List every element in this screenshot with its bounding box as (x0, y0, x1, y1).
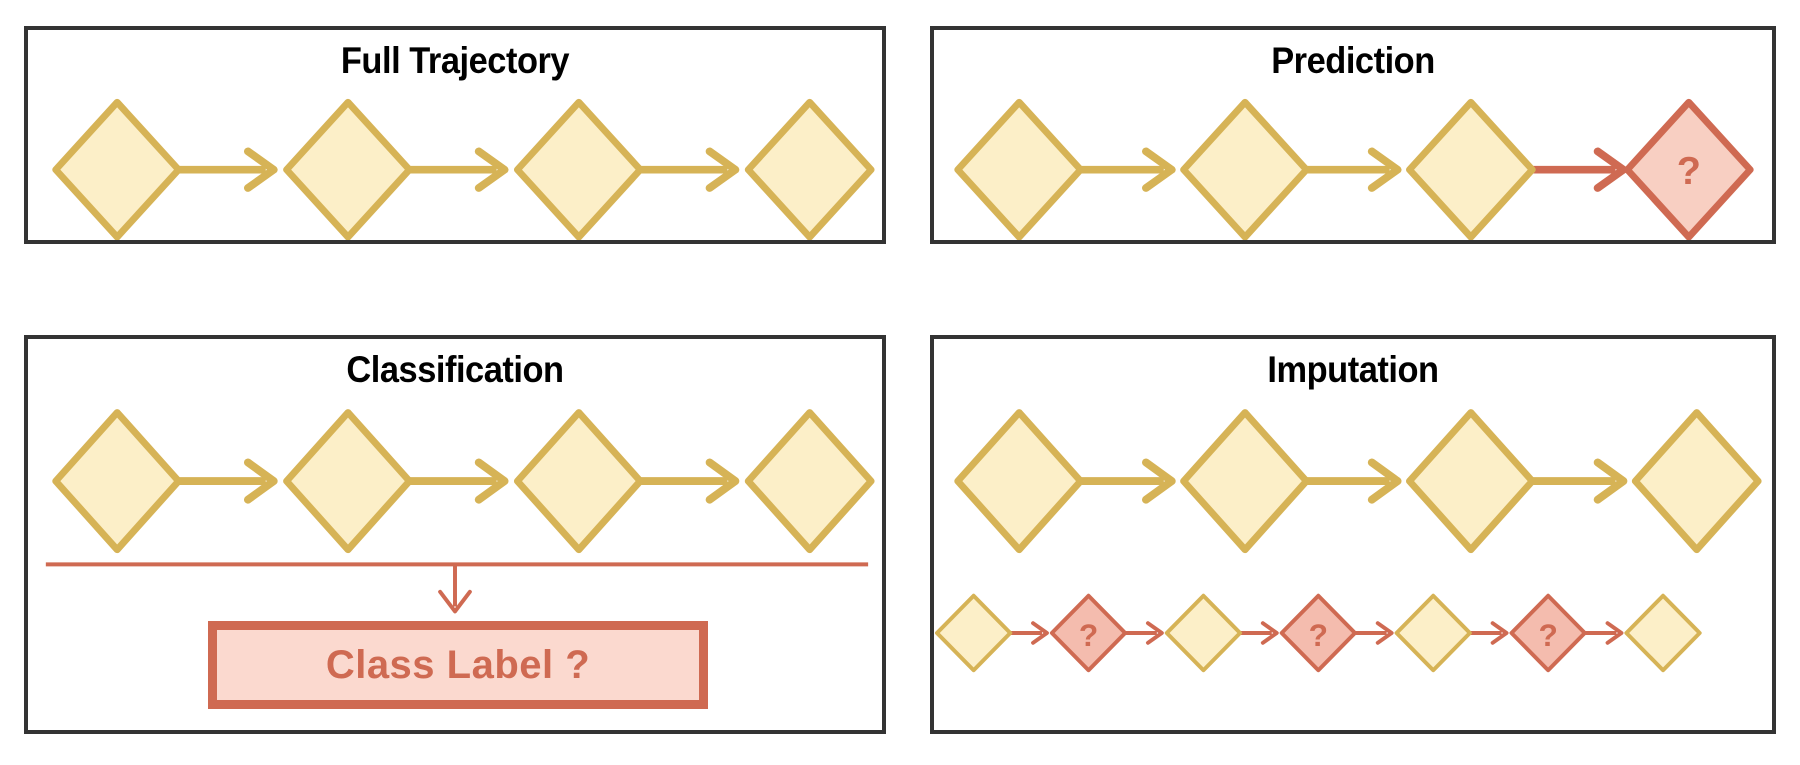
trajectory-node (283, 98, 413, 240)
trajectory-node (283, 409, 413, 554)
trajectory-node (1405, 98, 1536, 240)
classification-aggregation-connector (45, 562, 869, 614)
full-trajectory-diagram (52, 98, 875, 240)
trajectory-node (52, 98, 183, 240)
panel-imputation: Imputation (930, 335, 1776, 734)
imputation-missing-node (1509, 593, 1587, 673)
arrow-3 (640, 458, 740, 504)
arrow-2 (409, 147, 509, 192)
arrow-1 (1080, 147, 1176, 192)
classification-diagram (45, 409, 875, 614)
trajectory-node (52, 409, 183, 554)
trajectory-node (513, 98, 644, 240)
prediction-unknown-node (1623, 98, 1754, 240)
arrow-top-1 (1080, 458, 1176, 504)
trajectory-node (1180, 409, 1310, 554)
arrow-2 (1306, 147, 1402, 192)
arrow-top-2 (1306, 458, 1402, 504)
trajectory-node (1180, 98, 1310, 240)
panel-full-trajectory: Full Trajectory (24, 26, 886, 244)
imputation-observed-node (934, 593, 1013, 673)
class-label-text: Class Label ? (325, 642, 591, 687)
imputation-bottom-arrows (1010, 621, 1624, 645)
trajectory-node (513, 409, 644, 554)
imputation-observed-node (1164, 593, 1243, 673)
trajectory-node (954, 409, 1085, 554)
arrow-2 (409, 458, 509, 504)
panel-title-full-trajectory: Full Trajectory (340, 40, 570, 81)
imputation-diagram: ? ? ? (934, 409, 1762, 673)
imputation-observed-node (1394, 593, 1472, 673)
arrow-1 (178, 147, 278, 192)
trajectory-node (1631, 409, 1762, 554)
class-label-output-box[interactable]: Class Label ? (208, 621, 708, 709)
imputation-missing-node (1279, 593, 1357, 673)
trajectory-node (744, 98, 875, 240)
trajectory-node (954, 98, 1085, 240)
arrow-3-unknown (1532, 147, 1628, 192)
imputation-missing-node (1049, 593, 1128, 673)
arrow-top-3 (1532, 458, 1628, 504)
panel-title-prediction: Prediction (1271, 40, 1435, 81)
imputation-observed-node (1624, 593, 1702, 673)
imputation-question-mark: ? (1079, 617, 1098, 653)
trajectory-node (1405, 409, 1536, 554)
imputation-question-mark: ? (1309, 617, 1328, 653)
trajectory-node (744, 409, 875, 554)
panel-title-classification: Classification (346, 349, 564, 390)
panel-title-imputation: Imputation (1267, 349, 1439, 390)
imputation-question-mark: ? (1538, 617, 1557, 653)
prediction-diagram: ? (954, 98, 1754, 240)
arrow-1 (178, 458, 278, 504)
panel-classification: Classification (24, 335, 886, 734)
panel-prediction: Prediction ? (930, 26, 1776, 244)
prediction-question-mark: ? (1677, 150, 1701, 192)
arrow-3 (640, 147, 740, 192)
